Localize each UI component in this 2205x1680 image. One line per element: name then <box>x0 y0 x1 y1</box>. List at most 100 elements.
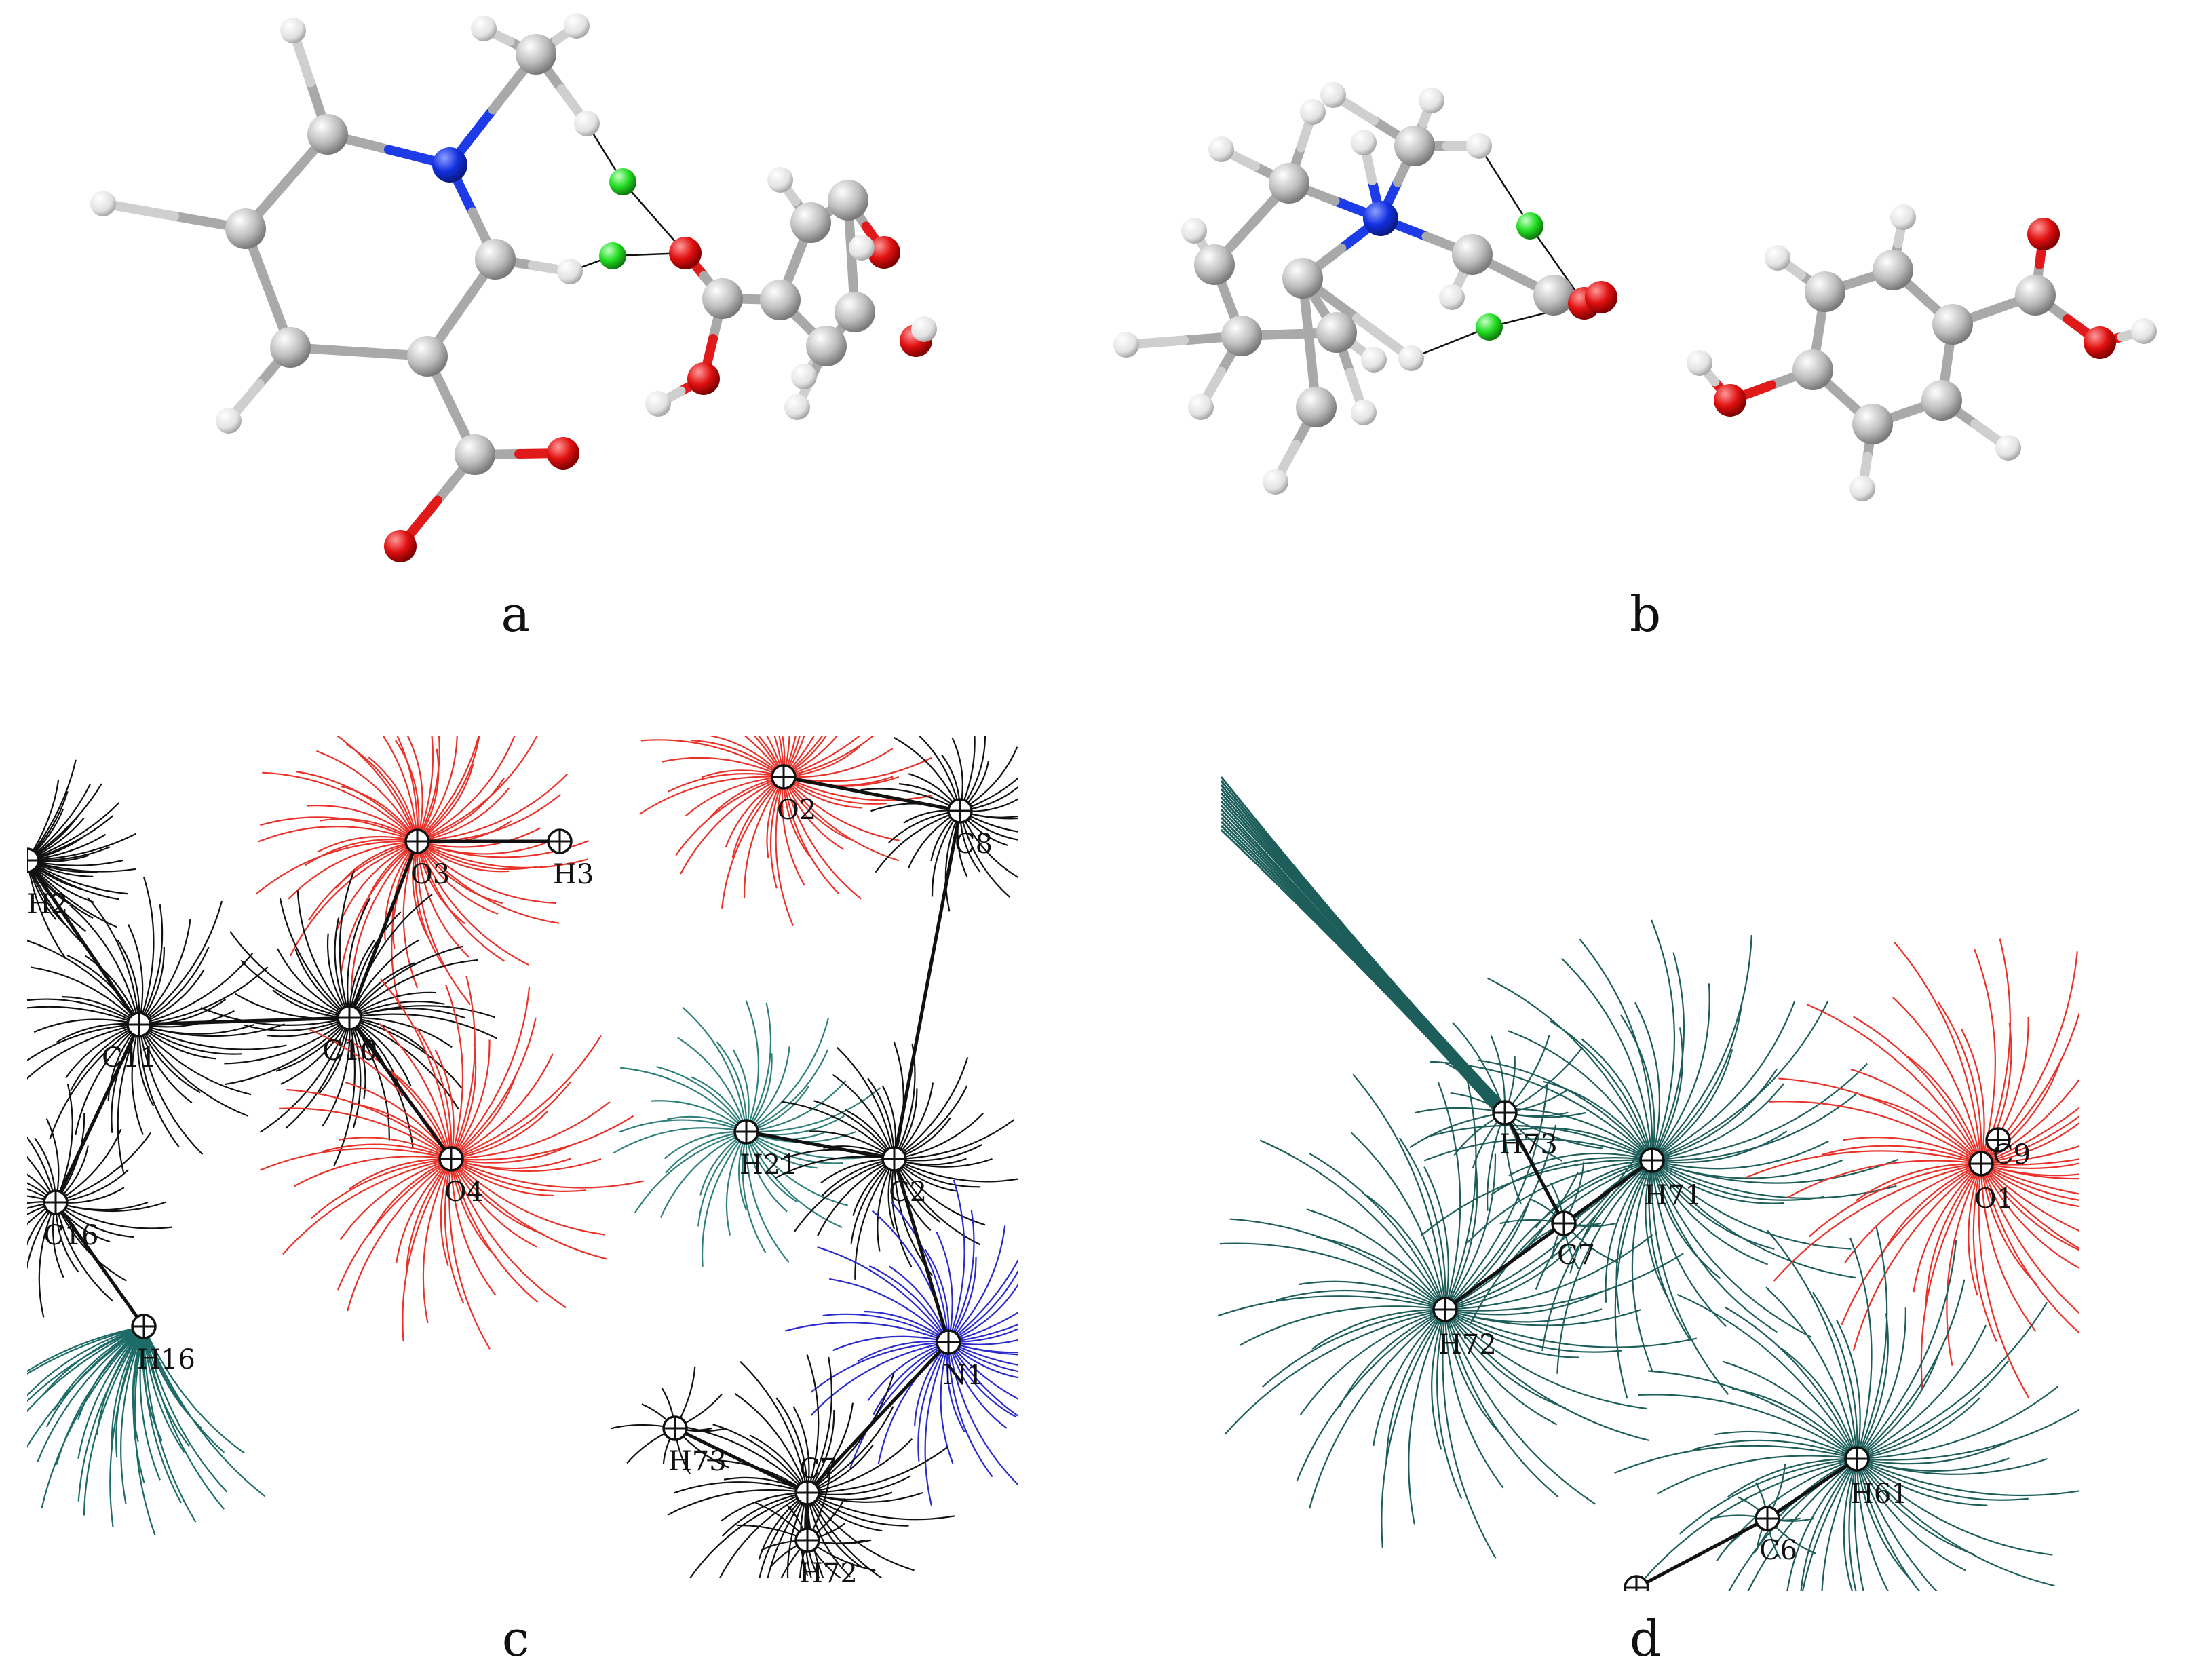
panel-d-field-line-h72 <box>1229 1218 1446 1310</box>
panel-c-field-line-o2 <box>782 776 839 894</box>
panel-d-field-line-h72 <box>1306 1208 1446 1310</box>
panel-d-field-line-h61 <box>1856 1458 1889 1591</box>
panel-c-field-line-c8 <box>959 736 976 812</box>
panel-c-field-line-o4 <box>445 984 464 1160</box>
panel-d-field-line-h61 <box>1767 1229 1858 1459</box>
panel-b-carbon-atom <box>1792 349 1833 390</box>
panel-a-carbon-atom <box>270 327 311 368</box>
panel-c-field-line-h21 <box>746 1087 881 1133</box>
panel-c-label-h73: H73 <box>668 1446 727 1477</box>
panel-d-field-line-h71 <box>1651 1160 1775 1250</box>
panel-c-field-line-o4 <box>450 1158 587 1192</box>
panel-d-label-h61: H61 <box>1850 1478 1909 1510</box>
panel-c-field-line-o2 <box>783 736 815 778</box>
panel-c-field-line-o3 <box>416 841 469 958</box>
panel-d-field-line-o1 <box>1980 1163 2079 1250</box>
panel-c-field-line-h21 <box>677 1037 748 1132</box>
panel-d-field-line-o1 <box>1925 1163 1982 1306</box>
panel-c-bond-path <box>347 841 419 1018</box>
panel-d-field-line-h61 <box>1856 1458 1974 1555</box>
panel-c-field-line-o4 <box>450 986 531 1160</box>
panel-c-field-line-c10 <box>349 959 478 1018</box>
panel-c-field-line-o2 <box>775 776 794 926</box>
panel-c-field-line-o3 <box>316 750 418 842</box>
panel-c-field-line-c7 <box>807 1373 895 1493</box>
panel-c-field-line-o2 <box>782 736 797 778</box>
panel-d-field-line-h71 <box>1651 1160 1768 1265</box>
panel-c-field-line-o4 <box>286 1088 452 1160</box>
panel-b-hydrogen-atom <box>1849 476 1875 501</box>
panel-c-field-line-c7 <box>807 1492 883 1578</box>
panel-c-field-line-c11 <box>138 877 155 1025</box>
panel-c-bond-path <box>54 1201 146 1328</box>
panel-d-field-line-h72 <box>1298 1280 1446 1310</box>
panel-d-field-line-h61 <box>1856 1227 1888 1459</box>
panel-d-field-line-h61 <box>1811 1291 1858 1459</box>
panel-c-field-line-h2 <box>27 802 120 862</box>
panel-c-field-line-c7 <box>807 1492 909 1527</box>
panel-c-field-line-o2 <box>773 736 785 778</box>
panel-d-field-line-h72 <box>1398 1137 1446 1310</box>
panel-d-field-line-h72 <box>1262 1308 1446 1388</box>
panel-d-field-line-o1 <box>1961 1029 1985 1164</box>
panel-c-field-line-o4 <box>415 1027 453 1160</box>
panel-d-field-line-o1 <box>1980 1115 2079 1165</box>
panel-c-field-line-c11 <box>27 1006 140 1026</box>
panel-d-field-line-o1 <box>1980 1145 2079 1165</box>
panel-b-carbon-atom <box>1194 244 1235 285</box>
panel-b-carbon-atom <box>1852 404 1893 444</box>
panel-d-field-line-h71 <box>1535 1159 1653 1229</box>
panel-c-label-c7: C7 <box>799 1453 837 1485</box>
panel-d-field-line-o1 <box>1778 1077 1982 1164</box>
panel-b-hydrogen-atom <box>1263 469 1288 495</box>
panel-d-field-line-h71 <box>1507 1029 1653 1161</box>
panel-d-field-line-h71 <box>1560 957 1653 1161</box>
panel-c-field-line-o4 <box>450 1053 554 1160</box>
panel-d-field-line-o1 <box>1980 1158 2079 1166</box>
panel-a-hydrogen-atom <box>90 191 116 216</box>
panel-a-oxygen-atom <box>687 362 720 395</box>
panel-c-label-h16: H16 <box>137 1344 195 1375</box>
panel-d-field-line-h71 <box>1556 1160 1653 1374</box>
panel-d-field-line-h61 <box>1856 1301 2048 1460</box>
panel-d-field-line-h71 <box>1651 1069 1778 1162</box>
panel-c-field-line-o4 <box>450 1035 602 1160</box>
panel-d-field-line-h72 <box>1444 1084 1548 1310</box>
panel-d-field-line-h71 <box>1605 1160 1653 1303</box>
panel-c-field-line-h21 <box>745 1131 790 1263</box>
panel-c-field-line-o4 <box>311 1158 452 1219</box>
panel-c-field-line-n1 <box>810 1341 949 1416</box>
panel-c-label-o2: O2 <box>777 795 816 826</box>
panel-c-field-line-o4 <box>450 1158 554 1197</box>
panel-c-field-line-o3 <box>289 840 418 957</box>
panel-d-field-line-h72 <box>1444 1309 1567 1409</box>
panel-c-field-line-h16 <box>96 1326 145 1436</box>
panel-d-label-h73: H73 <box>1499 1129 1558 1160</box>
panel-c-field-line-n1 <box>947 1341 1008 1429</box>
panel-d-field-line-h71 <box>1487 977 1653 1161</box>
panel-c-field-line-n1 <box>872 1341 949 1416</box>
panel-b-hydrogen-atom <box>1351 400 1377 425</box>
panel-d-field-line-h61 <box>1856 1458 1938 1591</box>
panel-d-field-line-h61 <box>1856 1458 1920 1591</box>
caption-d: d <box>1630 1610 1661 1667</box>
panel-d-field-line-h72 <box>1352 1073 1446 1310</box>
panel-d-field-line-h61 <box>1856 1457 2010 1472</box>
panel-c-field-line-c7 <box>674 1481 808 1494</box>
panel-d-field-line-h61 <box>1638 1394 1858 1459</box>
panel-c-field-line-c11 <box>31 966 140 1025</box>
panel-d-field-line-h61 <box>1676 1293 1858 1459</box>
panel-b-carbon-atom <box>1282 258 1323 299</box>
panel-c-field-line-n1 <box>817 1246 949 1343</box>
panel-c-field-line-c10 <box>244 1016 350 1031</box>
panel-d-field-line-h72 <box>1444 1309 1649 1441</box>
panel-c-field-line-h16 <box>142 1326 203 1430</box>
panel-d-field-line-h61 <box>1854 1458 1864 1591</box>
panel-d-field-line-h72 <box>1309 1309 1446 1509</box>
panel-c-field-line-o2 <box>783 757 932 782</box>
panel-d-field-line-h72 <box>1431 1309 1446 1450</box>
panel-d-bond-path <box>1562 1158 1653 1225</box>
panel-d-field-line-o1 <box>1844 1162 1982 1263</box>
panel-d-field-line-o1 <box>1980 1163 2079 1251</box>
